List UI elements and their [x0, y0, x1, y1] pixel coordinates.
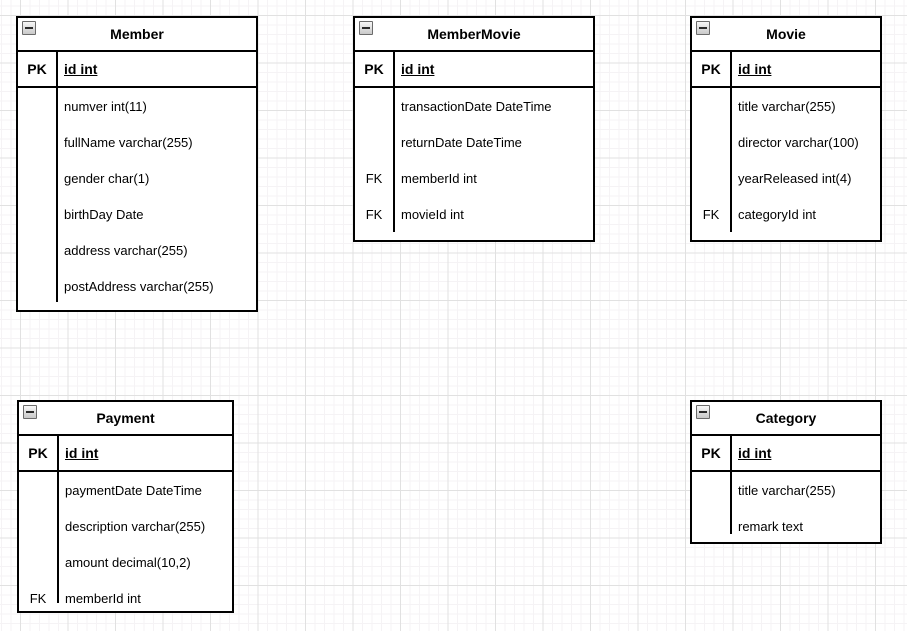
table-body: title varchar(255) remark text	[692, 472, 880, 542]
minus-glyph	[699, 411, 707, 413]
table-row[interactable]: address varchar(255)	[18, 232, 256, 268]
key-cell: PK	[27, 61, 47, 77]
field-cell: gender char(1)	[64, 170, 150, 186]
key-cell: PK	[701, 445, 721, 461]
collapse-minus-icon[interactable]	[359, 21, 373, 35]
table-row[interactable]: FK categoryId int	[692, 196, 880, 232]
key-cell: FK	[702, 206, 720, 222]
table-row[interactable]: remark text	[692, 508, 880, 542]
collapse-minus-icon[interactable]	[696, 405, 710, 419]
table-title: Member	[110, 26, 164, 42]
collapse-minus-icon[interactable]	[23, 405, 37, 419]
key-cell: PK	[701, 61, 721, 77]
key-column-divider	[57, 436, 59, 603]
field-cell: transactionDate DateTime	[401, 98, 552, 114]
table-body: transactionDate DateTime returnDate DateT…	[355, 88, 593, 240]
field-cell: yearReleased int(4)	[738, 170, 852, 186]
field-cell: amount decimal(10,2)	[65, 554, 191, 570]
key-column-divider	[730, 436, 732, 534]
table-row-pk[interactable]: PK id int	[18, 52, 256, 88]
table-row[interactable]: description varchar(255)	[19, 508, 232, 544]
minus-glyph	[699, 27, 707, 29]
table-row[interactable]: numver int(11)	[18, 88, 256, 124]
table-header-category: Category	[692, 402, 880, 436]
field-cell: movieId int	[401, 206, 464, 222]
field-cell: memberId int	[401, 170, 477, 186]
field-cell: id int	[401, 61, 435, 77]
minus-glyph	[362, 27, 370, 29]
key-cell: FK	[365, 170, 383, 186]
table-header-member: Member	[18, 18, 256, 52]
field-cell: fullName varchar(255)	[64, 134, 193, 150]
minus-glyph	[25, 27, 33, 29]
table-row-pk[interactable]: PK id int	[355, 52, 593, 88]
field-cell: id int	[65, 445, 99, 461]
field-cell: categoryId int	[738, 206, 817, 222]
field-cell: numver int(11)	[64, 98, 147, 114]
field-cell: address varchar(255)	[64, 242, 188, 258]
table-header-membermovie: MemberMovie	[355, 18, 593, 52]
key-cell: PK	[28, 445, 48, 461]
key-cell: FK	[365, 206, 383, 222]
table-body: title varchar(255) director varchar(100) y…	[692, 88, 880, 240]
field-cell: memberId int	[65, 590, 141, 606]
key-column-divider	[56, 52, 58, 302]
table-row[interactable]: returnDate DateTime	[355, 124, 593, 160]
table-body: numver int(11) fullName varchar(255) gende…	[18, 88, 256, 310]
key-column-divider	[393, 52, 395, 232]
field-cell: postAddress varchar(255)	[64, 278, 214, 294]
table-row[interactable]: transactionDate DateTime	[355, 88, 593, 124]
minus-glyph	[26, 411, 34, 413]
table-row[interactable]: amount decimal(10,2)	[19, 544, 232, 580]
table-row[interactable]: gender char(1)	[18, 160, 256, 196]
field-cell: returnDate DateTime	[401, 134, 522, 150]
table-row[interactable]: title varchar(255)	[692, 88, 880, 124]
table-title: Payment	[96, 410, 155, 426]
table-body: paymentDate DateTime description varchar(…	[19, 472, 232, 611]
key-cell: PK	[364, 61, 384, 77]
table-row[interactable]: birthDay Date	[18, 196, 256, 232]
field-cell: title varchar(255)	[738, 98, 836, 114]
table-title: MemberMovie	[427, 26, 521, 42]
field-cell: birthDay Date	[64, 206, 144, 222]
table-row[interactable]: postAddress varchar(255)	[18, 268, 256, 304]
table-row-pk[interactable]: PK id int	[19, 436, 232, 472]
table-row[interactable]: FK memberId int	[355, 160, 593, 196]
table-title: Category	[755, 410, 817, 426]
field-cell: paymentDate DateTime	[65, 482, 202, 498]
field-cell: remark text	[738, 518, 804, 534]
table-title: Movie	[766, 26, 806, 42]
field-cell: id int	[738, 61, 772, 77]
table-header-payment: Payment	[19, 402, 232, 436]
field-cell: id int	[64, 61, 98, 77]
table-row[interactable]: director varchar(100)	[692, 124, 880, 160]
key-cell: FK	[29, 590, 47, 606]
table-row[interactable]: fullName varchar(255)	[18, 124, 256, 160]
field-cell: director varchar(100)	[738, 134, 859, 150]
field-cell: description varchar(255)	[65, 518, 206, 534]
collapse-minus-icon[interactable]	[22, 21, 36, 35]
table-row[interactable]: title varchar(255)	[692, 472, 880, 508]
table-row[interactable]: FK memberId int	[19, 580, 232, 611]
field-cell: id int	[738, 445, 772, 461]
table-header-movie: Movie	[692, 18, 880, 52]
table-row-pk[interactable]: PK id int	[692, 436, 880, 472]
table-row[interactable]: paymentDate DateTime	[19, 472, 232, 508]
collapse-minus-icon[interactable]	[696, 21, 710, 35]
field-cell: title varchar(255)	[738, 482, 836, 498]
table-row[interactable]: FK movieId int	[355, 196, 593, 232]
table-row-pk[interactable]: PK id int	[692, 52, 880, 88]
key-column-divider	[730, 52, 732, 232]
table-row[interactable]: yearReleased int(4)	[692, 160, 880, 196]
